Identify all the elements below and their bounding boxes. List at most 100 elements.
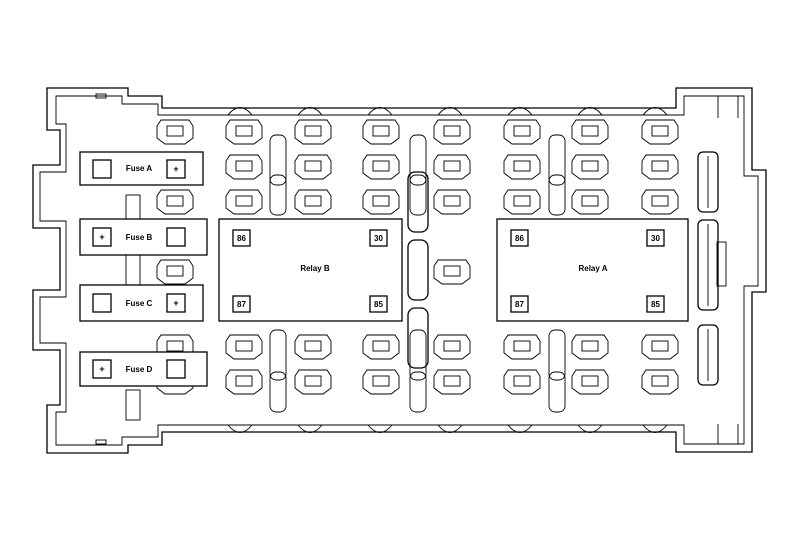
terminal-cavity xyxy=(362,154,400,180)
center-slot xyxy=(407,239,429,301)
terminal-slot xyxy=(443,265,461,277)
latch-bump xyxy=(227,424,253,433)
right-bar xyxy=(697,324,719,386)
latch-bump xyxy=(297,107,323,116)
latch-bump xyxy=(437,424,463,433)
slot-separator xyxy=(548,371,566,413)
center-slot xyxy=(407,171,429,233)
fuse-d-symbol: + xyxy=(99,364,104,374)
slot-separator xyxy=(269,134,287,186)
slot-separator xyxy=(548,174,566,216)
terminal-cavity xyxy=(641,369,679,395)
fuse-b: + Fuse B xyxy=(79,218,208,256)
terminal-cavity xyxy=(433,369,471,395)
terminal-cavity xyxy=(571,119,609,145)
relay-a-pin-30: 30 xyxy=(651,234,660,243)
right-bar xyxy=(697,151,719,213)
terminal-slot xyxy=(513,125,531,137)
terminal-slot xyxy=(304,375,322,387)
terminal-cavity xyxy=(294,334,332,360)
fuse-b-label: Fuse B xyxy=(126,233,153,242)
terminal-cavity xyxy=(294,369,332,395)
terminal-slot xyxy=(581,160,599,172)
terminal-cavity xyxy=(433,119,471,145)
latch-bump xyxy=(577,424,603,433)
terminal-slot xyxy=(651,375,669,387)
terminal-cavity xyxy=(571,369,609,395)
terminal-cavity xyxy=(433,189,471,215)
terminal-cavity xyxy=(503,189,541,215)
relay-b-pin-87: 87 xyxy=(237,300,246,309)
slot-separator xyxy=(548,329,566,381)
left-rail xyxy=(125,254,141,286)
relay-b-label: Relay B xyxy=(300,264,330,273)
terminal-cavity xyxy=(294,119,332,145)
terminal-cavity xyxy=(503,119,541,145)
terminal-slot xyxy=(235,125,253,137)
center-slot xyxy=(407,307,429,369)
terminal-cavity xyxy=(225,334,263,360)
terminal-slot xyxy=(443,160,461,172)
relay-b: 86 30 87 85 Relay B xyxy=(218,218,403,322)
latch-bump xyxy=(642,424,668,433)
terminal-cavity xyxy=(362,119,400,145)
terminal-cavity xyxy=(641,119,679,145)
terminal-slot xyxy=(581,375,599,387)
terminal-slot xyxy=(443,195,461,207)
terminal-slot xyxy=(235,375,253,387)
terminal-cavity xyxy=(571,154,609,180)
terminal-cavity xyxy=(225,154,263,180)
relay-b-pin-30: 30 xyxy=(374,234,383,243)
relay-a-pin-86: 86 xyxy=(515,234,524,243)
terminal-cavity xyxy=(503,154,541,180)
latch-bump xyxy=(577,107,603,116)
terminal-cavity xyxy=(225,189,263,215)
terminal-slot xyxy=(304,125,322,137)
terminal-slot xyxy=(443,125,461,137)
terminal-cavity xyxy=(294,154,332,180)
relay-a-label: Relay A xyxy=(578,264,607,273)
terminal-slot xyxy=(513,340,531,352)
fuse-c: + Fuse C xyxy=(79,284,204,322)
terminal-slot xyxy=(651,160,669,172)
latch-bump xyxy=(507,107,533,116)
fuse-a: + Fuse A xyxy=(79,151,204,186)
terminal-cavity xyxy=(362,189,400,215)
latch-bump xyxy=(367,107,393,116)
terminal-slot xyxy=(513,375,531,387)
terminal-slot xyxy=(581,195,599,207)
latch-bump xyxy=(437,107,463,116)
terminal-slot xyxy=(166,340,184,352)
relay-b-pin-86: 86 xyxy=(237,234,246,243)
terminal-slot xyxy=(235,195,253,207)
terminal-cavity xyxy=(362,369,400,395)
terminal-slot xyxy=(372,195,390,207)
terminal-cavity xyxy=(433,154,471,180)
terminal-slot xyxy=(581,340,599,352)
terminal-cavity xyxy=(641,154,679,180)
terminal-cavity xyxy=(503,334,541,360)
latch-bump xyxy=(367,424,393,433)
terminal-cavity xyxy=(503,369,541,395)
terminal-cavity xyxy=(294,189,332,215)
terminal-cavity xyxy=(156,119,194,145)
fuse-c-label: Fuse C xyxy=(126,299,153,308)
terminal-slot xyxy=(304,340,322,352)
fuse-a-symbol: + xyxy=(173,164,178,174)
relay-a: 86 30 87 85 Relay A xyxy=(496,218,689,322)
terminal-slot xyxy=(581,125,599,137)
relay-b-pin-85: 85 xyxy=(374,300,383,309)
terminal-slot xyxy=(372,375,390,387)
terminal-slot xyxy=(235,340,253,352)
terminal-slot xyxy=(513,195,531,207)
terminal-cavity xyxy=(641,189,679,215)
fuse-a-label: Fuse A xyxy=(126,164,153,173)
terminal-cavity xyxy=(225,369,263,395)
slot-separator xyxy=(409,174,427,216)
right-bar xyxy=(697,219,719,311)
slot-separator xyxy=(409,329,427,381)
terminal-slot xyxy=(372,160,390,172)
housing xyxy=(32,87,767,454)
terminal-slot xyxy=(166,195,184,207)
